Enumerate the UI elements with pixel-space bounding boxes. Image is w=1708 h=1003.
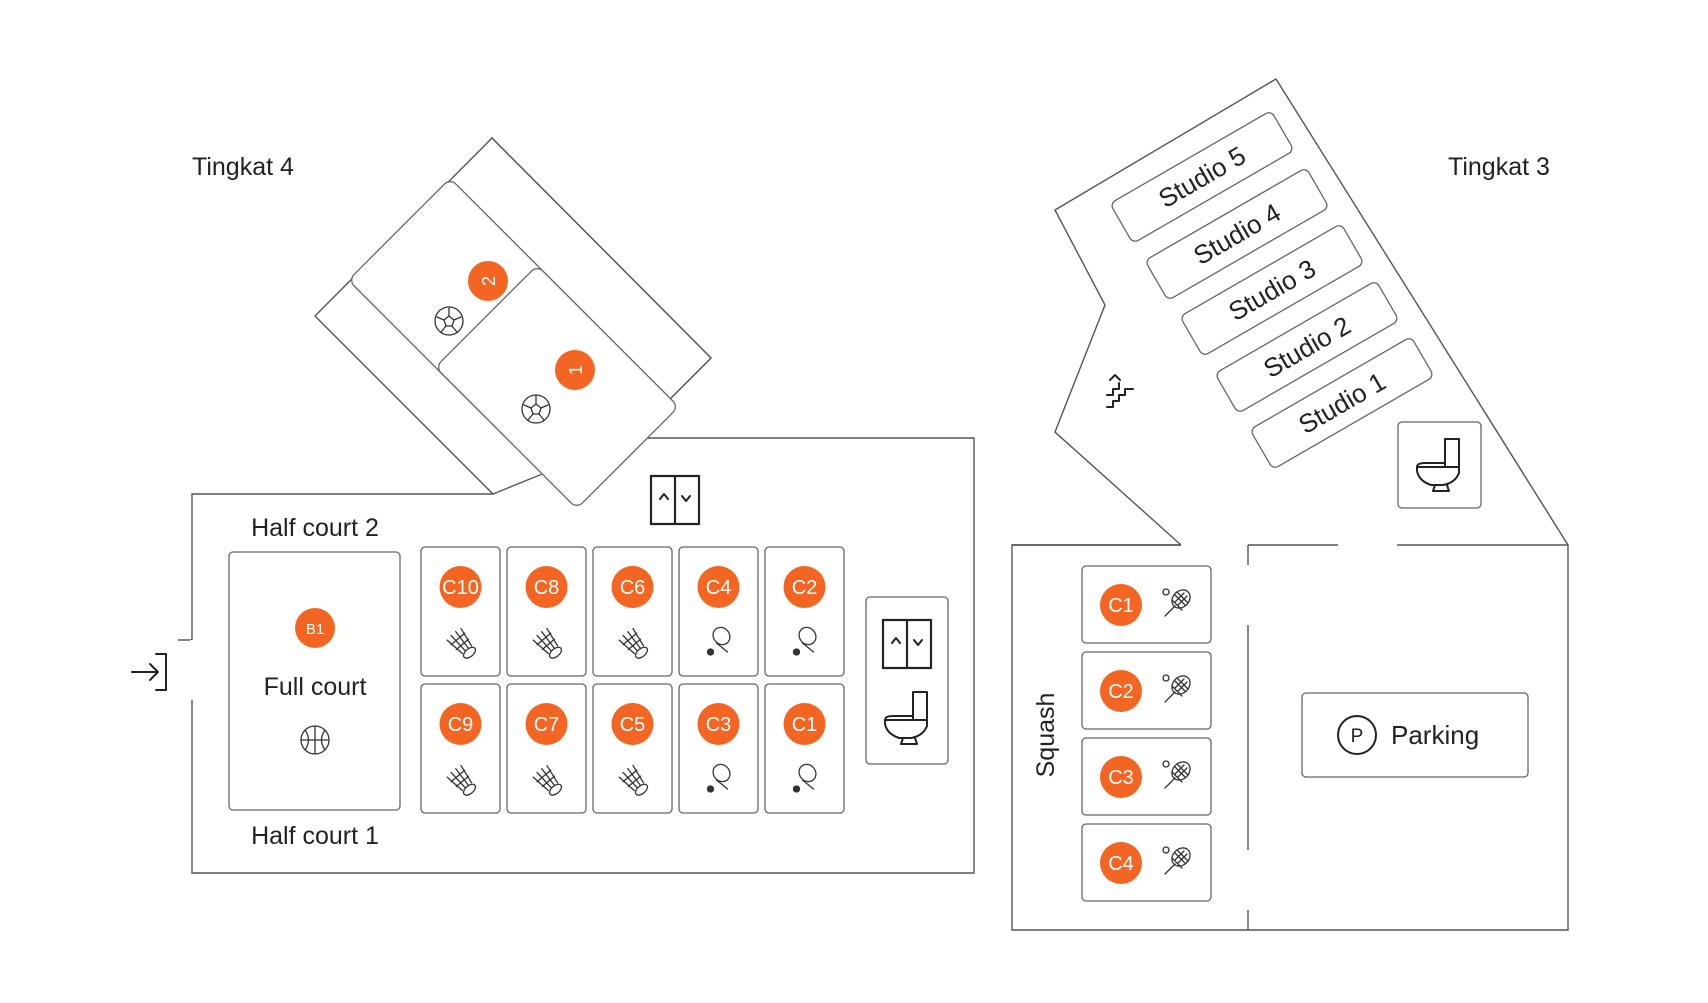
toilet-box-level3 [1397, 421, 1482, 509]
court-c4[interactable]: C4 [678, 546, 759, 677]
futsal-court-1[interactable] [435, 265, 678, 508]
pickleball-icon [706, 626, 731, 656]
basketball-court[interactable]: Half court 2 B1 Full court Half court 1 [228, 514, 401, 850]
court-badge: C8 [534, 577, 560, 599]
svg-text:P: P [1351, 726, 1364, 747]
squash-label: Squash [1032, 693, 1060, 778]
squash-racket-icon [1162, 674, 1191, 703]
court-c1[interactable]: C1 [764, 683, 845, 814]
court-badge: C6 [620, 577, 646, 599]
squash-racket-icon [1162, 846, 1191, 875]
parking-label: Parking [1391, 720, 1479, 750]
shuttlecock-icon [618, 627, 649, 659]
court-badge: C4 [1108, 853, 1134, 875]
amenities-box [865, 596, 949, 765]
parking-area[interactable]: P Parking [1301, 692, 1529, 778]
basketball-icon [300, 725, 330, 755]
court-badge: C1 [1108, 595, 1134, 617]
parking-icon: P [1337, 715, 1377, 755]
court-c2[interactable]: C2 [764, 546, 845, 677]
court-c10[interactable]: C10 [420, 546, 501, 677]
soccer-ball-icon [521, 394, 551, 424]
squash-court-c1[interactable]: C1 [1081, 565, 1212, 644]
court-badge: C10 [442, 577, 479, 599]
court-badge: C2 [1108, 681, 1134, 703]
squash-court-c3[interactable]: C3 [1081, 737, 1212, 816]
level4-title: Tingkat 4 [192, 153, 294, 181]
full-court-label: Full court [264, 673, 367, 701]
squash-court-c2[interactable]: C2 [1081, 651, 1212, 730]
elevator-icon [881, 618, 933, 670]
pickleball-icon [792, 763, 817, 793]
court-badge: C4 [706, 577, 732, 599]
shuttlecock-icon [446, 627, 477, 659]
court-badge: C5 [620, 714, 646, 736]
svg-text:B1: B1 [306, 621, 324, 638]
court-c6[interactable]: C6 [592, 546, 673, 677]
court-c3[interactable]: C3 [678, 683, 759, 814]
pickleball-icon [792, 626, 817, 656]
entrance-icon[interactable] [131, 653, 167, 691]
elevator-icon [649, 474, 701, 526]
basketball-badge: B1 [295, 608, 335, 648]
half-court-2-label: Half court 2 [251, 514, 379, 542]
squash-court-c4[interactable]: C4 [1081, 823, 1212, 902]
stairs-icon [1106, 374, 1134, 408]
shuttlecock-icon [532, 627, 563, 659]
court-badge: C1 [792, 714, 818, 736]
court-c5[interactable]: C5 [592, 683, 673, 814]
shuttlecock-icon [446, 764, 477, 796]
svg-text:2: 2 [479, 276, 499, 286]
squash-racket-icon [1162, 760, 1191, 789]
toilet-icon [884, 691, 928, 745]
toilet-icon [1416, 438, 1460, 492]
pickleball-icon [706, 763, 731, 793]
court-badge: C2 [792, 577, 818, 599]
futsal-badge-1: 1 [555, 350, 595, 390]
level3-title: Tingkat 3 [1448, 153, 1550, 181]
shuttlecock-icon [532, 764, 563, 796]
court-badge: C7 [534, 714, 560, 736]
soccer-ball-icon [434, 306, 464, 336]
court-c9[interactable]: C9 [420, 683, 501, 814]
court-badge: C3 [1108, 767, 1134, 789]
half-court-1-label: Half court 1 [251, 822, 379, 850]
shuttlecock-icon [618, 764, 649, 796]
court-badge: C3 [706, 714, 732, 736]
court-c8[interactable]: C8 [506, 546, 587, 677]
courts-top-row: C10 C8 C6 [420, 546, 845, 677]
courts-bottom-row: C9 C7 C5 [420, 683, 845, 814]
futsal-badge-2: 2 [468, 261, 508, 301]
squash-racket-icon [1162, 588, 1191, 617]
svg-text:1: 1 [566, 365, 586, 375]
court-c7[interactable]: C7 [506, 683, 587, 814]
court-badge: C9 [448, 714, 474, 736]
